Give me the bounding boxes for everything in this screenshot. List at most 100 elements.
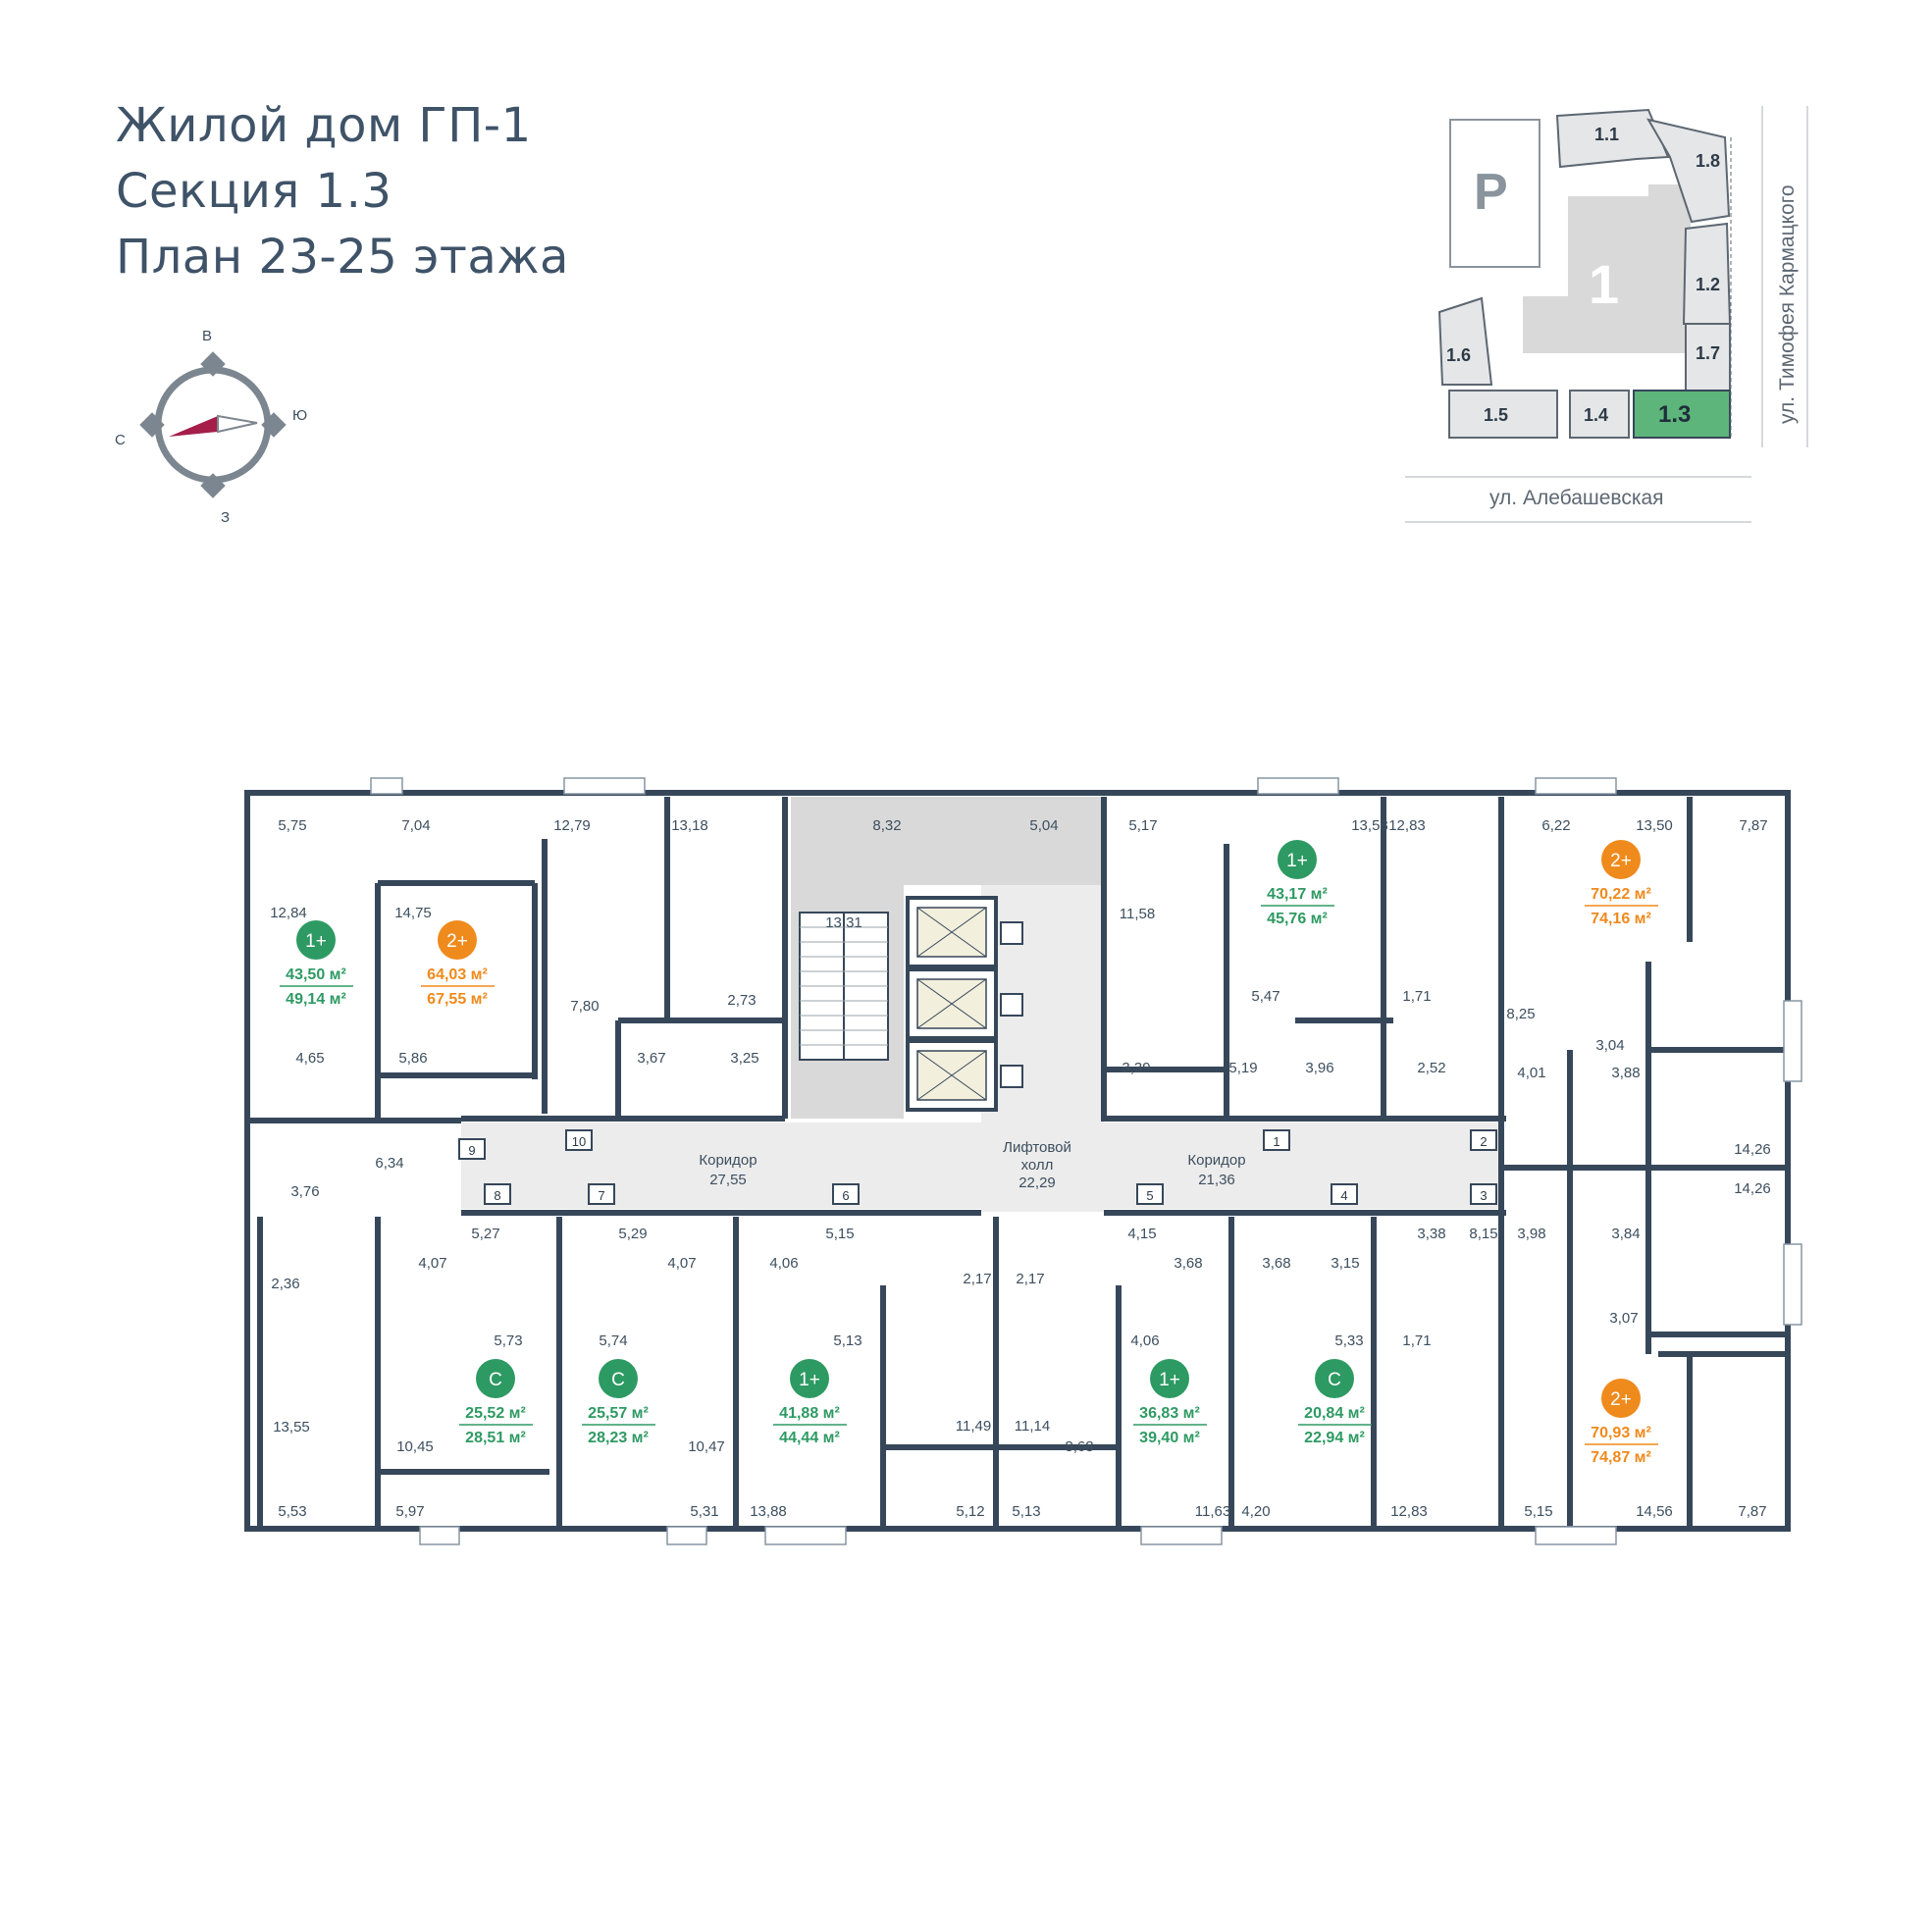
door-number: 4 <box>1340 1188 1347 1203</box>
interior-walls <box>247 797 1788 1531</box>
apartment-7[interactable]: 1+ 41,88 м² 44,44 м² <box>773 1359 847 1446</box>
apartment-area-living: 36,83 м² <box>1139 1405 1200 1422</box>
room-area-label: 5,73 <box>494 1332 522 1349</box>
room-area-label: 7,87 <box>1739 817 1767 834</box>
apartment-type: С <box>1328 1370 1341 1390</box>
room-area-label: 5,12 <box>956 1503 984 1520</box>
room-area-label: 5,29 <box>618 1226 647 1242</box>
apartment-badge <box>1150 1359 1189 1398</box>
apartment-area-total: 49,14 м² <box>286 991 346 1008</box>
title-floor-plan: План 23-25 этажа <box>116 230 569 285</box>
room-area-label: 5,13 <box>833 1332 862 1349</box>
room-area-label: 6,22 <box>1541 817 1570 834</box>
room-area-label: 11,58 <box>1120 906 1155 922</box>
room-area-label: 13,50 <box>1636 817 1673 834</box>
apartment-type: 1+ <box>1286 851 1308 871</box>
room-area-label: 5,19 <box>1228 1060 1257 1076</box>
room-area-label: 4,20 <box>1241 1503 1270 1520</box>
apartment-9[interactable]: С 20,84 м² 22,94 м² <box>1298 1359 1372 1446</box>
room-area-label: 4,06 <box>769 1255 798 1272</box>
room-area-label: 2,17 <box>963 1271 991 1287</box>
apartment-type: С <box>489 1370 502 1390</box>
parking-lot <box>1449 119 1540 268</box>
room-area-label: 14,26 <box>1734 1180 1771 1197</box>
apartment-area-living: 25,52 м² <box>465 1405 526 1422</box>
apartment-area-total: 45,76 м² <box>1267 911 1328 927</box>
room-area-label: 5,86 <box>398 1050 427 1067</box>
room-area-label: 3,04 <box>1595 1037 1624 1054</box>
parking-label: P <box>1474 164 1508 221</box>
apartment-area-total: 67,55 м² <box>427 991 488 1008</box>
elevators <box>906 896 1023 1112</box>
corridor-east-area: 21,36 <box>1198 1172 1235 1188</box>
apartment-area-living: 43,17 м² <box>1267 886 1328 903</box>
section-label-1-4: 1.4 <box>1584 405 1608 425</box>
apartment-type: 1+ <box>1159 1370 1180 1390</box>
door-number: 3 <box>1480 1188 1487 1203</box>
door-number-box <box>1470 1183 1497 1205</box>
compass-label-west: С <box>115 432 126 448</box>
apartment-area-total: 28,51 м² <box>465 1430 526 1446</box>
apartment-2[interactable]: 2+ 64,03 м² 67,55 м² <box>421 920 495 1008</box>
apartment-area-living: 70,93 м² <box>1591 1425 1651 1441</box>
building-1-label: 1 <box>1589 253 1619 315</box>
apartment-badge <box>1278 840 1317 879</box>
room-area-label: 13,58 <box>1351 817 1388 834</box>
apartment-1[interactable]: 1+ 43,50 м² 49,14 м² <box>280 920 353 1008</box>
elevator-hall-name: Лифтовой <box>1003 1139 1071 1156</box>
apartment-8[interactable]: 1+ 36,83 м² 39,40 м² <box>1133 1359 1207 1446</box>
door-number: 10 <box>572 1134 586 1149</box>
site-plan: P 1 1.1 1.8 1.2 1.7 1.6 1.5 1.4 1.3 ул. … <box>1405 106 1808 523</box>
apartment-area-total: 74,87 м² <box>1591 1449 1651 1466</box>
apartment-badge <box>1315 1359 1354 1398</box>
room-area-label: 11,14 <box>1015 1418 1050 1435</box>
building-1-footprint <box>1523 184 1691 353</box>
street-alebashevskaya: ул. Алебашевская <box>1489 487 1664 509</box>
room-area-label: 5,97 <box>395 1503 424 1520</box>
room-area-label: 8,32 <box>872 817 901 834</box>
compass-needle-north <box>169 416 218 437</box>
title-section: Секция 1.3 <box>116 164 392 219</box>
room-area-label: 2,36 <box>271 1276 299 1292</box>
apartment-type: 2+ <box>1610 851 1632 871</box>
room-area-label: 3,07 <box>1609 1310 1638 1327</box>
room-area-label: 4,06 <box>1130 1332 1159 1349</box>
room-area-label: 13,55 <box>273 1419 310 1436</box>
apartment-4[interactable]: 2+ 70,22 м² 74,16 м² <box>1585 840 1658 927</box>
apartment-area-living: 43,50 м² <box>286 966 346 983</box>
room-area-label: 8,68 <box>1065 1438 1093 1455</box>
room-area-label: 5,53 <box>278 1503 306 1520</box>
room-area-label: 5,74 <box>599 1332 627 1349</box>
section-label-1-6: 1.6 <box>1446 345 1471 365</box>
room-area-label: 4,07 <box>667 1255 696 1272</box>
room-area-label: 5,31 <box>690 1503 718 1520</box>
apartment-area-living: 25,57 м² <box>588 1405 649 1422</box>
apartment-3[interactable]: 1+ 43,17 м² 45,76 м² <box>1261 840 1334 927</box>
section-label-1-7: 1.7 <box>1696 343 1720 363</box>
apartment-5[interactable]: С 25,52 м² 28,51 м² <box>459 1359 533 1446</box>
apartment-10[interactable]: 2+ 70,93 м² 74,87 м² <box>1585 1379 1658 1466</box>
compass-label-east: Ю <box>292 407 307 424</box>
apartment-badge <box>1601 1379 1641 1418</box>
apartment-area-living: 70,22 м² <box>1591 886 1651 903</box>
door-number-box <box>565 1129 593 1151</box>
staircase <box>799 912 889 1061</box>
room-area-label: 4,65 <box>295 1050 324 1067</box>
room-area-label: 11,63 <box>1195 1503 1230 1520</box>
apartment-6[interactable]: С 25,57 м² 28,23 м² <box>582 1359 655 1446</box>
section-1-2 <box>1682 222 1732 325</box>
windows <box>370 777 1802 1545</box>
room-area-label: 7,87 <box>1738 1503 1766 1520</box>
room-area-label: 8,25 <box>1506 1006 1535 1022</box>
room-area-label: 5,75 <box>278 817 306 834</box>
street-karmatskogo: ул. Тимофея Кармацкого <box>1776 184 1799 424</box>
room-area-label: 12,79 <box>553 817 591 834</box>
section-1-7 <box>1685 323 1731 392</box>
section-1-3-active <box>1633 390 1731 439</box>
room-area-label: 5,15 <box>825 1226 854 1242</box>
room-area-label: 4,07 <box>418 1255 446 1272</box>
corridor-east-name: Коридор <box>1187 1152 1245 1169</box>
room-area-label: 3,38 <box>1417 1226 1445 1242</box>
